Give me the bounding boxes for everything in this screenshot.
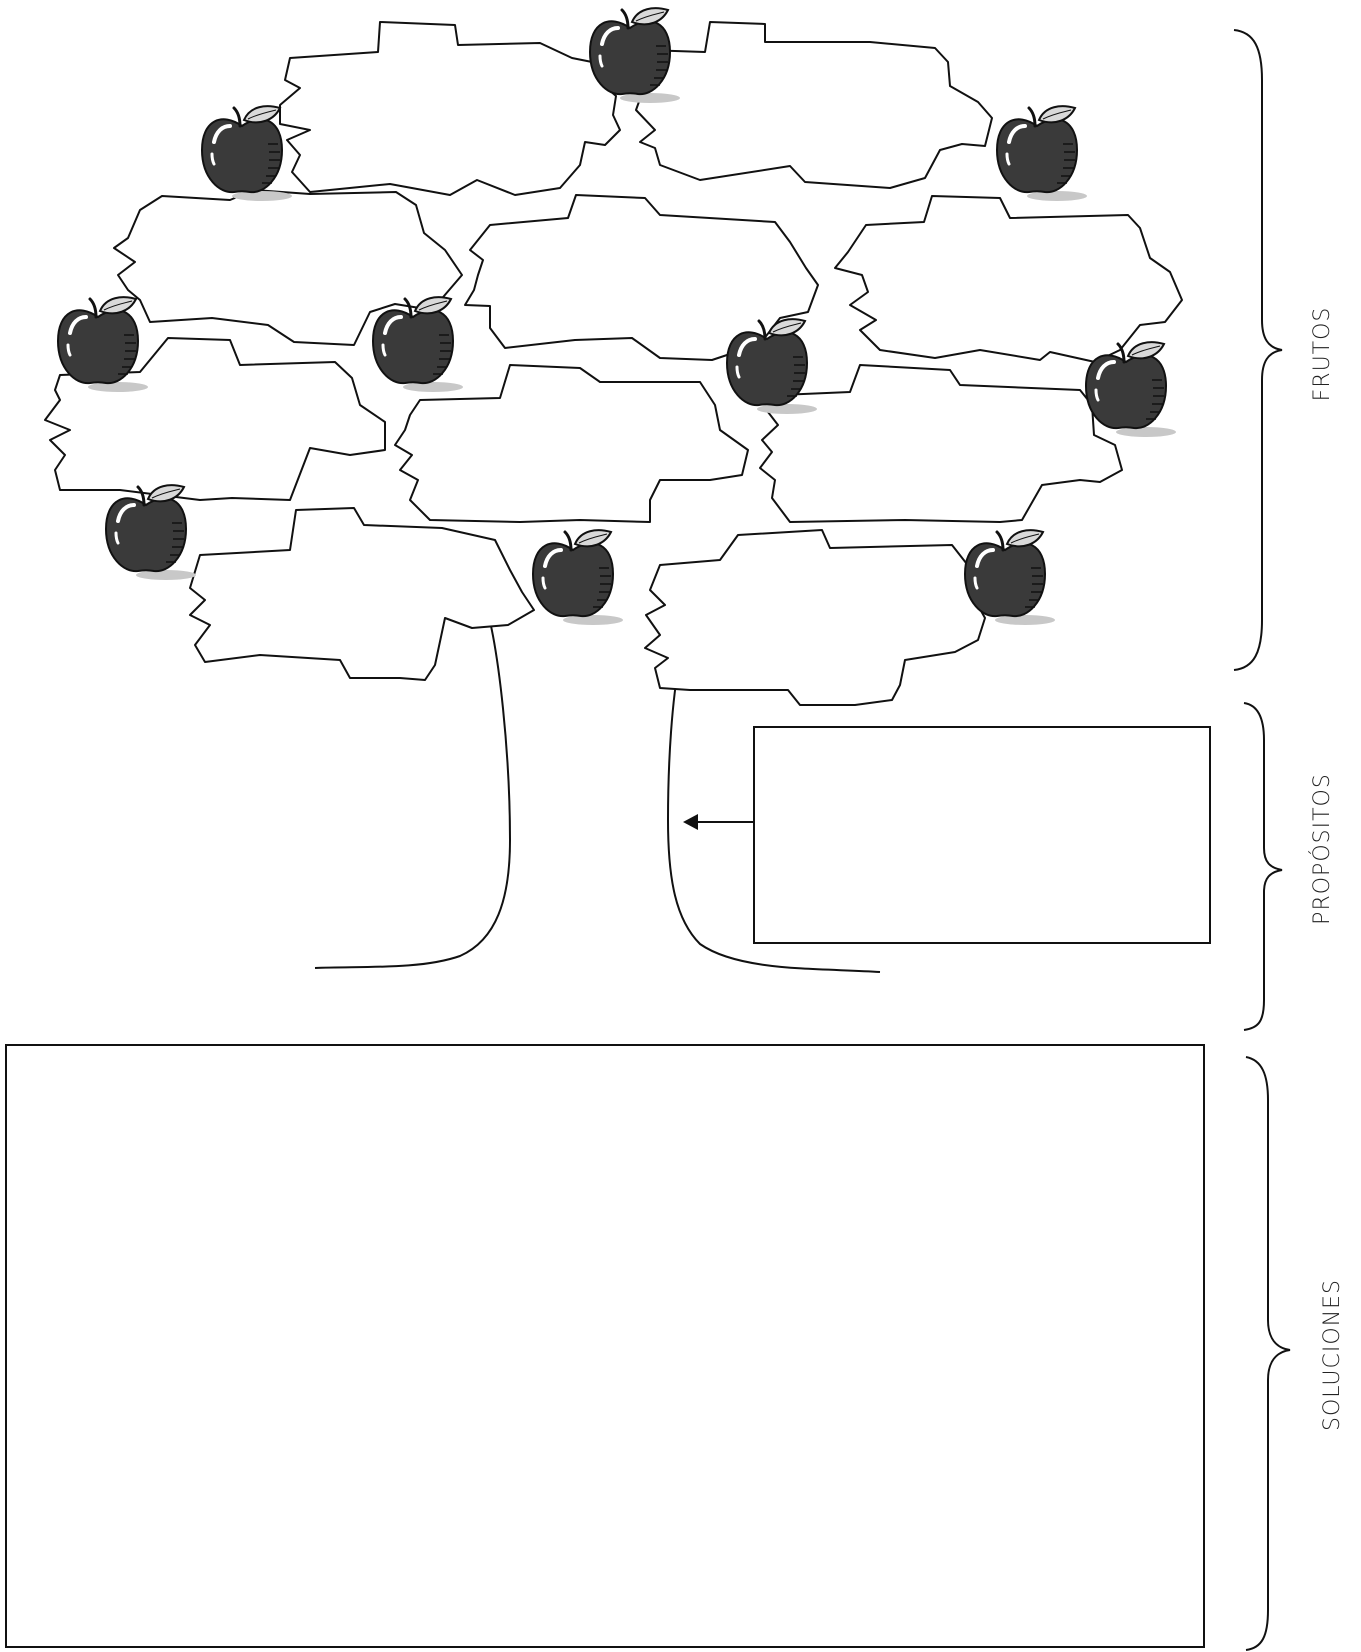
apple-icon xyxy=(1086,342,1176,437)
frutos-brace xyxy=(1234,30,1282,670)
canopy-cloud xyxy=(190,508,534,680)
apple-icon xyxy=(106,485,196,580)
propositos-brace xyxy=(1244,703,1282,1030)
apple-icon xyxy=(533,530,623,625)
canopy-cloud xyxy=(760,365,1122,522)
apple-icon xyxy=(202,106,292,201)
soluciones-brace xyxy=(1246,1057,1290,1650)
arrow-head xyxy=(683,814,698,830)
propositos-box xyxy=(754,727,1210,943)
canopy-cloud xyxy=(636,22,992,188)
frutos-label: FRUTOS xyxy=(1310,307,1335,402)
canopy-cloud xyxy=(835,196,1182,362)
propositos-label: PROPÓSITOS xyxy=(1309,773,1335,925)
canopy-cloud xyxy=(280,22,620,195)
apple-icon xyxy=(373,297,463,392)
canopy-cloud xyxy=(645,530,985,705)
apple-icon xyxy=(997,106,1087,201)
soluciones-box xyxy=(6,1045,1204,1647)
soluciones-label: SOLUCIONES xyxy=(1320,1279,1345,1431)
